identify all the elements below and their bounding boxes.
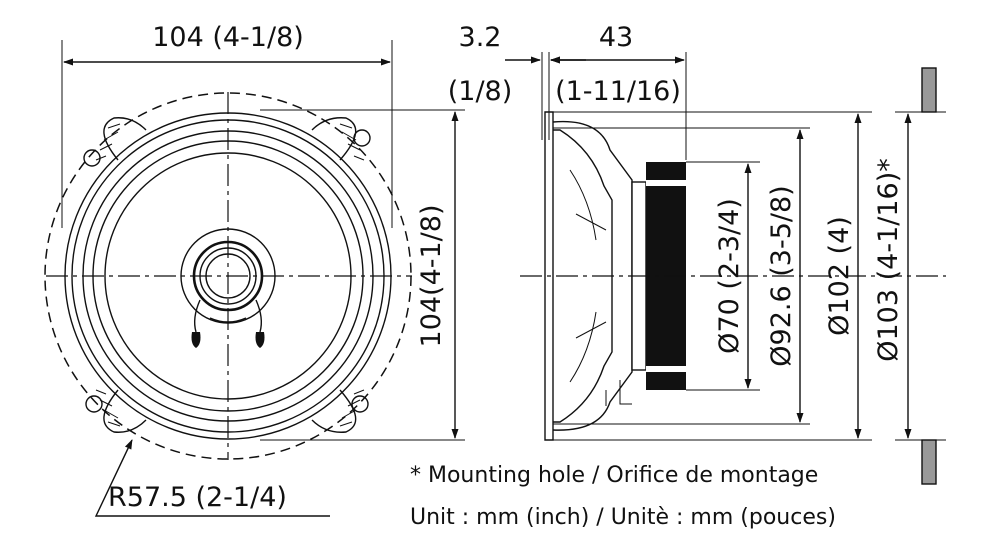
tab-hole-tl: [83, 149, 101, 167]
magnet-stripe-bottom: [646, 366, 686, 372]
front-view: 104 (4-1/8) 104(4-1/8) R57.5 (2-1/4): [44, 22, 465, 517]
radius-leader: [94, 439, 330, 517]
tab-ribs-br: [339, 389, 365, 427]
radius-label: R57.5 (2-1/4): [108, 482, 287, 513]
bridge-leg-left: [193, 299, 201, 333]
terminal-right: [255, 332, 265, 348]
flange-label-in: (1/8): [448, 76, 513, 107]
tab-ribs-tl: [95, 123, 121, 161]
tab-ribs-tr: [339, 123, 365, 161]
tab-hole-br: [351, 395, 369, 413]
tab-hole-tr: [353, 129, 371, 147]
height-label: 104(4-1/8): [416, 205, 447, 348]
unit-note: Unit : mm (inch) / Unitè : mm (pouces): [410, 505, 836, 530]
tab-top-left: [103, 117, 147, 161]
notes: * Mounting hole / Orifice de montage Uni…: [410, 463, 836, 530]
tab-hole-bl: [85, 395, 103, 413]
d926-label: Ø92.6 (3-5/8): [766, 185, 797, 366]
d102-label: Ø102 (4): [824, 216, 855, 336]
width-label: 104 (4-1/8): [152, 22, 304, 53]
tab-bottom-left: [103, 389, 147, 433]
bridge-leg-right: [255, 299, 263, 333]
terminal-detail: [605, 380, 632, 406]
depth-label-in: (1-11/16): [555, 76, 681, 107]
depth-label-mm: 43: [599, 22, 633, 53]
terminal-left: [191, 332, 201, 348]
panel-section-top: [921, 67, 937, 113]
mounting-hole-note: * Mounting hole / Orifice de montage: [410, 463, 818, 488]
tab-ribs-bl: [95, 389, 121, 427]
tab-top-right: [311, 117, 357, 161]
magnet-stripe-top: [646, 180, 686, 186]
d70-label: Ø70 (2-3/4): [714, 198, 745, 354]
mounting-tabs: [83, 117, 371, 433]
d103-label: Ø103 (4-1/16)*: [873, 158, 904, 362]
panel-section-bottom: [921, 439, 937, 485]
flange-label-mm: 3.2: [459, 22, 502, 53]
basket-ribs: [569, 169, 607, 383]
side-view: 3.2 (1/8) 43 (1-11/16) Ø70 (2-3/4) Ø92.6…: [448, 22, 946, 485]
